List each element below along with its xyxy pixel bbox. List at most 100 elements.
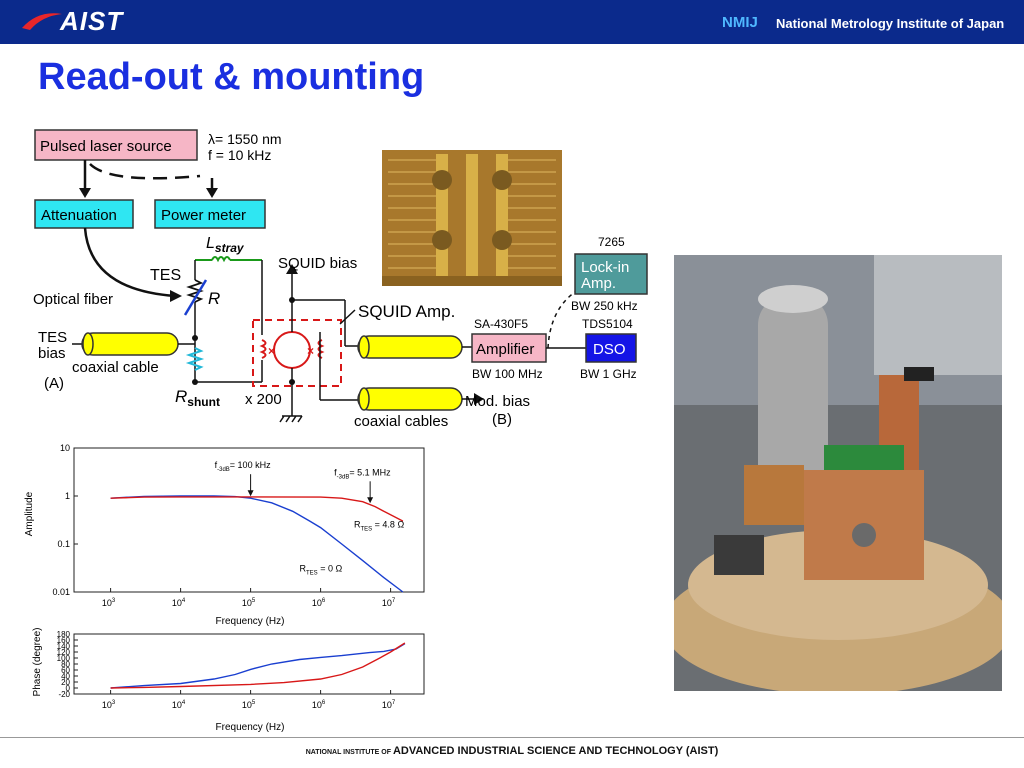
annotation-subscript: -3dB	[217, 467, 230, 473]
mod-bias-label: Mod. bias	[465, 393, 530, 410]
tes-bias-label-2: bias	[38, 345, 66, 362]
label-b: (B)	[492, 411, 512, 428]
annotation-text: = 5.1 MHz	[349, 467, 391, 477]
phase-xtick-exponent: 5	[252, 700, 256, 706]
readout-circuit-diagram: Pulsed laser source λ= 1550 nm f = 10 kH…	[33, 129, 648, 430]
coax-cables-label: coaxial cables	[354, 413, 448, 430]
squid-amp-label: SQUID Amp.	[358, 302, 455, 321]
coax-end	[358, 335, 370, 359]
header-bar	[0, 0, 1024, 44]
attenuation-label: Attenuation	[41, 207, 117, 224]
phase-ytick-label: -20	[58, 690, 70, 699]
amplitude-xtick-exponent: 3	[112, 598, 116, 604]
arrow-head	[170, 290, 182, 302]
mod-bias-coax-cable	[357, 387, 463, 411]
amplitude-xtick-exponent: 7	[392, 598, 396, 604]
power-meter-box	[154, 199, 266, 229]
amplitude-ytick-label: 0.1	[57, 539, 70, 549]
phase-xtick-exponent: 3	[112, 700, 116, 706]
phase-ytick-label: 120	[57, 648, 71, 657]
annotation-arrow-head	[367, 497, 374, 504]
phase-xtick-label: 105	[242, 700, 256, 710]
squid-dashed-box	[252, 319, 342, 387]
phase-xlabel: Frequency (Hz)	[216, 722, 285, 733]
r-label: R	[208, 289, 220, 308]
amplitude-annotation: RTES = 0 Ω	[300, 563, 343, 576]
arrow-head	[286, 264, 298, 274]
amplitude-ytick-label: 1	[65, 491, 70, 501]
amplifier-label: Amplifier	[476, 341, 534, 358]
amplitude-xtick-exponent: 6	[322, 598, 326, 604]
amplitude-xtick-label: 105	[242, 598, 256, 608]
annotation-subscript: TES	[306, 570, 318, 576]
x200-label: x 200	[245, 391, 282, 408]
phase-xtick-label: 106	[312, 700, 326, 710]
lockin-model: 7265	[598, 235, 625, 249]
phase-xtick-label: 104	[172, 700, 186, 710]
amplifier-box	[471, 333, 547, 363]
dso-box	[585, 333, 637, 363]
josephson-junction-left: ×	[268, 344, 275, 358]
optical-fiber-curve	[83, 227, 176, 298]
phase-series-line-1	[110, 642, 406, 689]
ground-icon	[279, 415, 303, 423]
amplitude-annotation: f-3dB= 5.1 MHz	[334, 467, 391, 480]
laser-to-meter-dashed	[89, 163, 201, 180]
phase-xtick-exponent: 6	[322, 700, 326, 706]
lockin-label-1: Lock-in	[581, 259, 629, 276]
wavelength-label: λ= 1550 nm	[208, 131, 282, 147]
phase-ytick-label: 0	[66, 684, 71, 693]
josephson-junction-right: ×	[307, 344, 314, 358]
tes-label: TES	[150, 267, 181, 284]
phase-ytick-label: 180	[57, 630, 71, 639]
tes-resistor-symbol	[186, 279, 204, 303]
annotation-text: = 4.8 Ω	[372, 520, 404, 530]
phase-ytick-label: 80	[61, 660, 70, 669]
coax-end	[82, 332, 94, 356]
squid-chip-micrograph	[382, 150, 562, 286]
laser-box	[34, 129, 198, 161]
phase-xtick-label: 103	[102, 700, 116, 710]
phase-series-line-0	[110, 643, 406, 689]
phase-ytick-label: 100	[57, 654, 71, 663]
lockin-label-2: Amp.	[581, 275, 616, 292]
arrow-head	[206, 188, 218, 198]
dso-model: TDS5104	[582, 317, 633, 331]
pointer-line	[339, 309, 356, 325]
footer-text: NATIONAL INSTITUTE OF ADVANCED INDUSTRIA…	[305, 745, 719, 757]
footer-divider	[0, 737, 1024, 738]
annotation-arrow-head	[247, 490, 254, 497]
nmij-logo: NMIJ	[722, 14, 758, 31]
lstray-label: Lstray	[206, 235, 245, 255]
feedback-coil	[317, 339, 325, 359]
annotation-subscript: TES	[361, 527, 373, 533]
dso-bw: BW 1 GHz	[580, 367, 637, 381]
phase-ytick-label: 140	[57, 642, 71, 651]
page-title: Read-out & mounting	[38, 56, 425, 98]
tes-bias-label-1: TES	[38, 329, 67, 346]
coax-cable-label: coaxial cable	[72, 359, 159, 376]
amplitude-series-line-1	[110, 496, 404, 522]
annotation-text: = 0 Ω	[318, 563, 343, 573]
dso-label: DSO	[593, 341, 626, 358]
arrow-head	[474, 393, 484, 405]
optical-fiber-label: Optical fiber	[33, 291, 113, 308]
lockin-bw: BW 250 kHz	[571, 299, 638, 313]
phase-xtick-exponent: 7	[392, 700, 396, 706]
phase-ylabel: Phase (degree)	[32, 628, 43, 696]
amplitude-ylabel: Amplitude	[24, 491, 35, 536]
variable-arrow	[183, 279, 208, 316]
amplitude-xlabel: Frequency (Hz)	[216, 616, 285, 627]
input-coil	[259, 339, 267, 359]
amplitude-annotation: RTES = 4.8 Ω	[354, 520, 404, 533]
lockin-dashed-link	[547, 291, 576, 349]
squid-loop	[273, 331, 311, 369]
phase-ytick-label: 160	[57, 636, 71, 645]
amplitude-xtick-label: 107	[382, 598, 396, 608]
phase-ytick-label: 40	[61, 672, 70, 681]
annotation-subscript: -3dB	[337, 474, 350, 480]
amplifier-model: SA-430F5	[474, 317, 528, 331]
aist-logo-text: AIST	[60, 6, 124, 36]
cryostat-mount-photo	[674, 255, 1002, 691]
